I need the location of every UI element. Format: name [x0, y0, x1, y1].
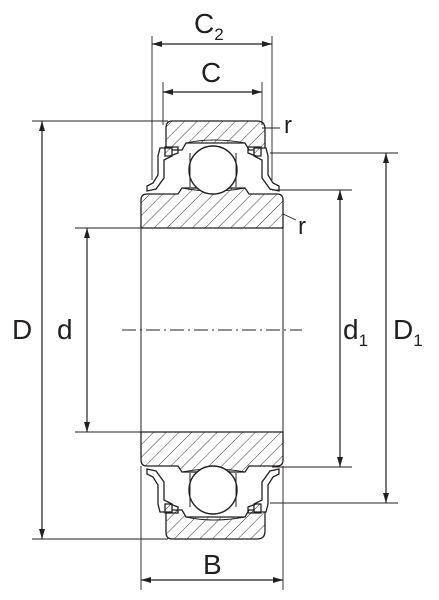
label-r-top: r [284, 112, 292, 139]
label-r-mid: r [298, 213, 306, 240]
label-D1: D1 [393, 314, 423, 350]
ball-lower [188, 465, 238, 515]
lower-section [140, 431, 284, 540]
inner-ring-upper [140, 187, 284, 229]
label-d1: d1 [343, 314, 368, 350]
extension-lines [32, 36, 398, 590]
label-B: B [203, 549, 222, 580]
ball-upper [188, 145, 238, 195]
label-d: d [57, 314, 73, 345]
dimension-lines [39, 41, 389, 583]
label-D: D [12, 314, 32, 345]
label-C2: C2 [194, 8, 224, 44]
label-C: C [201, 57, 221, 88]
upper-section [140, 120, 284, 229]
raceway-upper [185, 139, 246, 144]
dimension-labels: C2 C r r D d d1 D1 B [12, 8, 423, 580]
r-leader-mid [282, 213, 297, 221]
